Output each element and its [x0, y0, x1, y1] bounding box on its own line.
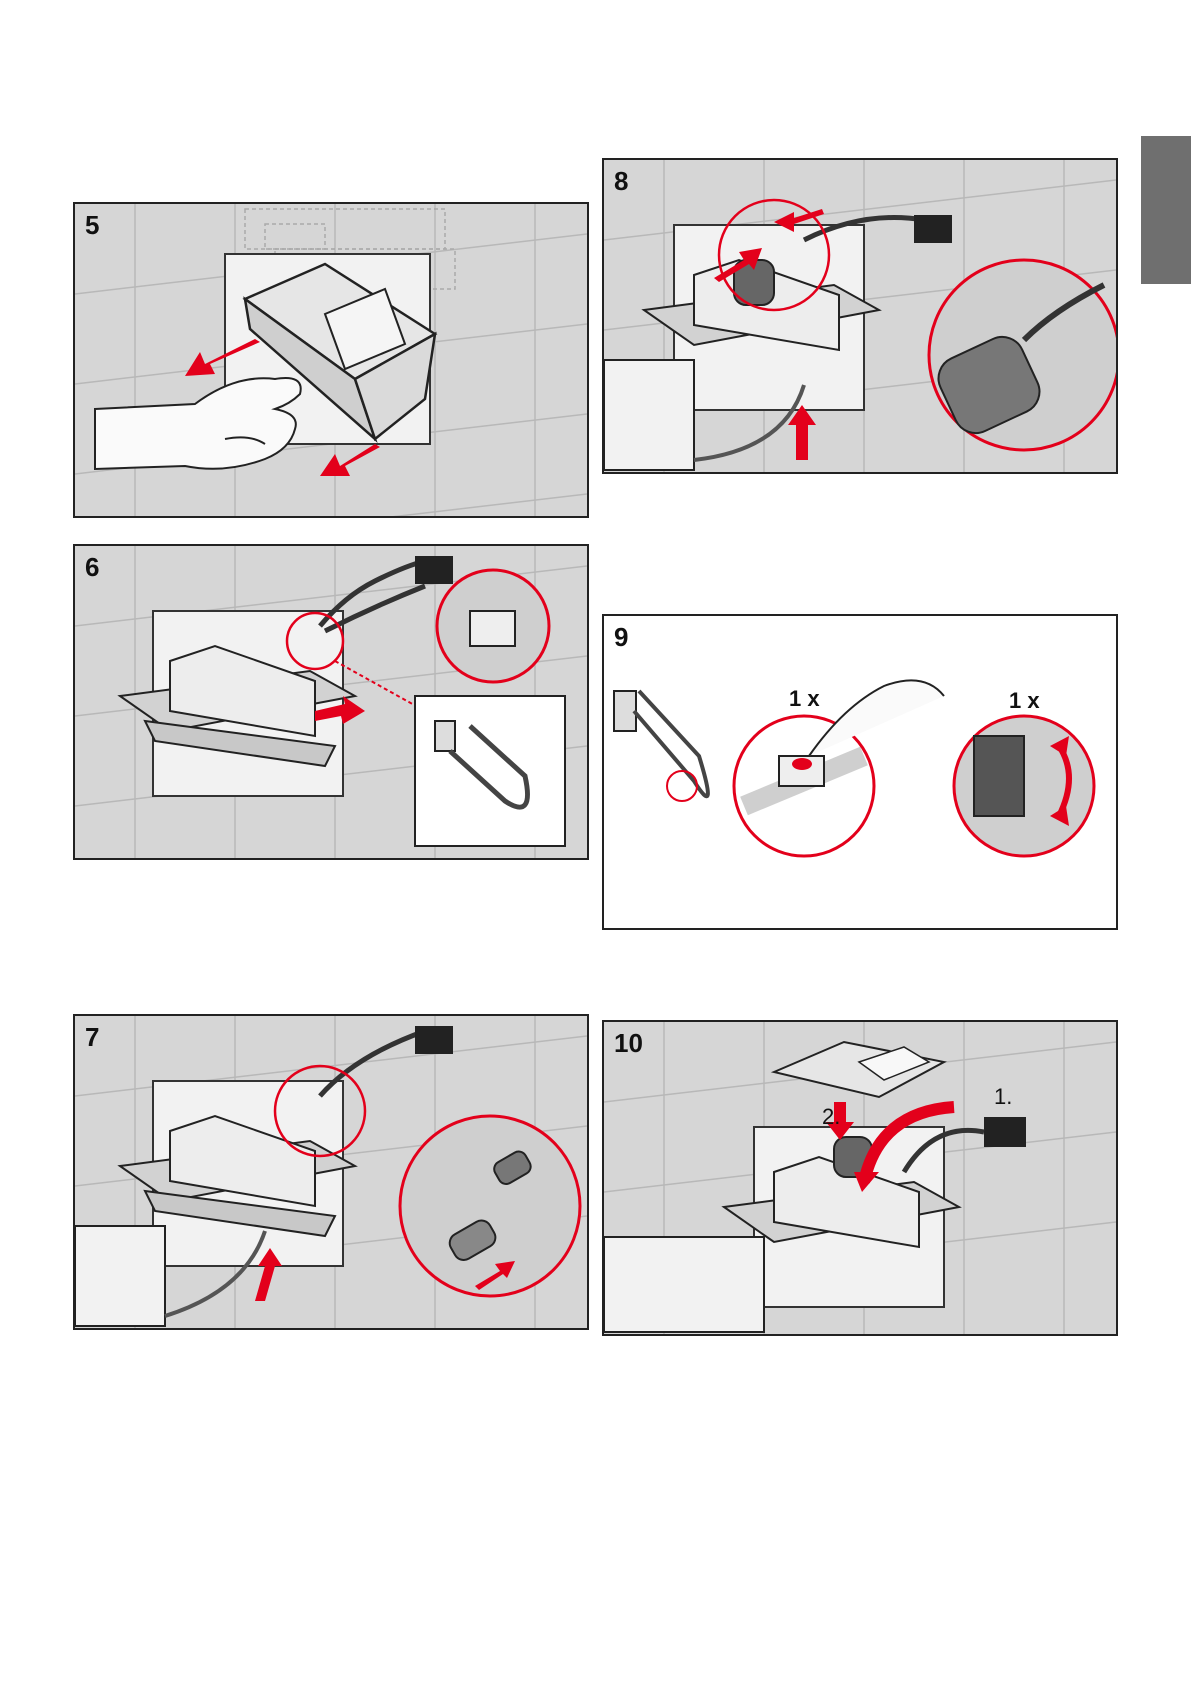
step-5-panel: 5 — [73, 202, 589, 518]
step-order-label-2: 2. — [822, 1104, 840, 1130]
hand-icon — [95, 378, 301, 469]
section-tab — [1141, 136, 1191, 284]
step-number: 6 — [85, 552, 99, 583]
step-number: 8 — [614, 166, 628, 197]
grab-bar-icon — [614, 691, 708, 801]
step-8-panel: 8 — [602, 158, 1118, 474]
step-9-panel: 9 1 x 1 x — [602, 614, 1118, 930]
rotate-count-label: 1 x — [1009, 688, 1040, 714]
press-count-label: 1 x — [789, 686, 820, 712]
step-number: 9 — [614, 622, 628, 653]
step-10-panel: 10 1. 2. — [602, 1020, 1118, 1336]
button-press-icon — [734, 680, 944, 856]
step-6-panel: 6 — [73, 544, 589, 860]
step-7-panel: 7 — [73, 1014, 589, 1330]
grab-bar-icon — [415, 696, 565, 846]
step-number: 5 — [85, 210, 99, 241]
rotate-arrow-icon — [954, 716, 1094, 856]
step-number: 7 — [85, 1022, 99, 1053]
step-order-label-1: 1. — [994, 1084, 1012, 1110]
cover-plate-icon — [774, 1042, 944, 1097]
step-number: 10 — [614, 1028, 643, 1059]
